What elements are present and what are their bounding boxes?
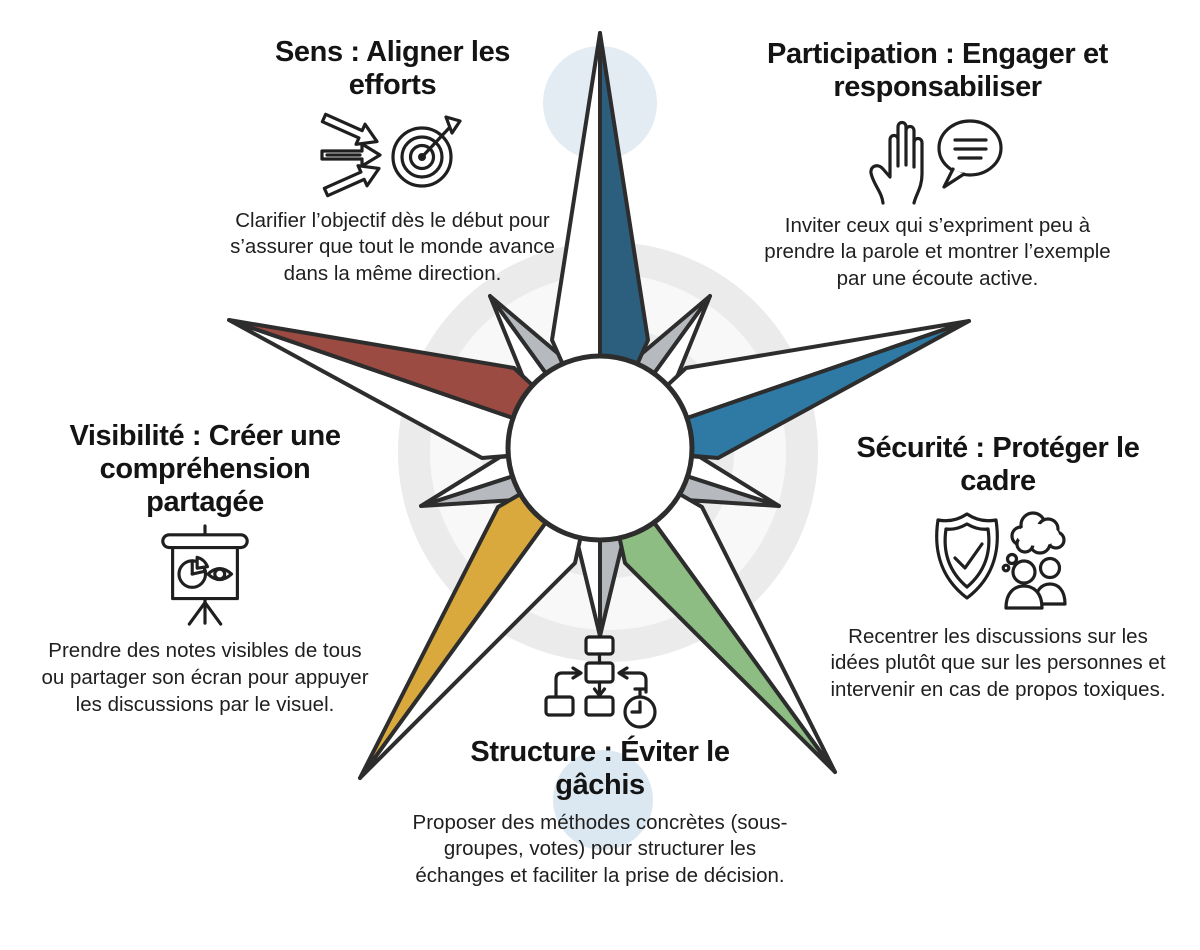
section-participation: Participation : Engager et responsabilis… — [750, 38, 1125, 293]
section-structure-title: Structure : Éviter le gâchis — [470, 736, 730, 801]
section-visibilite: Visibilité : Créer une compréhension par… — [40, 420, 370, 719]
shield-people-icon — [935, 510, 1067, 610]
section-sens-icon-wrap — [225, 108, 560, 200]
presentation-screen-icon — [161, 524, 249, 626]
raised-hand-speech-bubble-icon — [868, 118, 1003, 205]
section-participation-icon-wrap — [750, 110, 1125, 205]
section-sens-description: Clarifier l’objectif dès le début pour s… — [230, 208, 555, 286]
section-participation-description: Inviter ceux qui s’expriment peu à prend… — [764, 213, 1111, 291]
section-visibilite-icon-wrap — [40, 524, 370, 630]
accent-circle-bottom — [553, 750, 653, 850]
people — [1004, 556, 1067, 610]
section-visibilite-description: Prendre des notes visibles de tous ou pa… — [41, 639, 369, 716]
center-circle — [505, 353, 695, 543]
section-securite: Sécurité : Protéger le cadre — [828, 432, 1168, 704]
thought-cloud — [1001, 510, 1066, 572]
section-sens: Sens : Aligner les efforts Clarifier l’o… — [225, 36, 560, 288]
section-structure: Structure : Éviter le gâchis Proposer de… — [400, 634, 800, 890]
section-participation-title: Participation : Engager et responsabilis… — [767, 38, 1108, 103]
arrows-to-target-icon — [319, 112, 462, 197]
section-structure-description: Proposer des méthodes concrètes (sous-gr… — [412, 810, 788, 888]
section-securite-description: Recentrer les discussions sur les idées … — [830, 624, 1166, 702]
section-structure-icon-wrap — [400, 634, 800, 730]
section-securite-icon-wrap — [828, 504, 1168, 616]
flowchart-timer-icon — [544, 635, 657, 729]
section-visibilite-title: Visibilité : Créer une compréhension par… — [69, 420, 341, 518]
section-securite-title: Sécurité : Protéger le cadre — [856, 432, 1140, 497]
section-sens-title: Sens : Aligner les efforts — [274, 36, 511, 101]
